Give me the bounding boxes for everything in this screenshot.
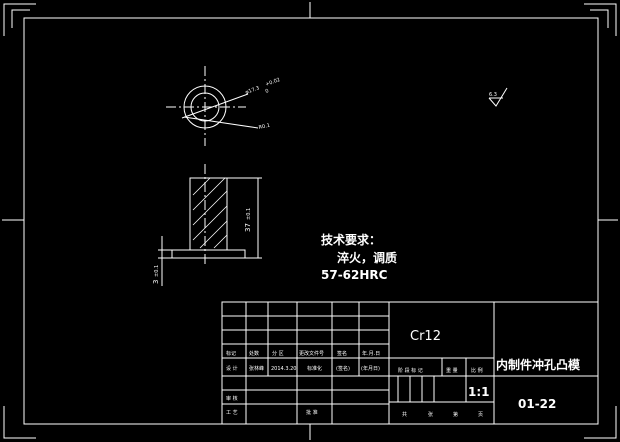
review-label: 审 核: [226, 395, 238, 402]
surface-finish-symbol: 6.3: [488, 87, 508, 107]
approve-label: 批 准: [306, 409, 318, 416]
height-tol: ±0.1: [246, 208, 252, 220]
rev-header-1: 处数: [249, 350, 259, 357]
diameter-tol-upper: +0.02: [265, 77, 281, 88]
rev-header-3: 更改文件号: [299, 350, 324, 357]
title-block: [221, 301, 599, 425]
tech-heading: 技术要求：: [321, 232, 381, 247]
top-view: [166, 66, 259, 146]
rev-header-4: 签名: [337, 350, 347, 357]
sign-row-3: 标准化: [307, 365, 322, 372]
diameter-label: φ17.3: [245, 85, 261, 96]
tech-line1: 淬火，调质: [337, 250, 397, 265]
sheet-label-2: 第: [453, 411, 458, 418]
rev-header-2: 分 区: [272, 350, 284, 357]
sign-row-5: (年月日): [361, 365, 380, 372]
part-name: 内制件冲孔凸模: [496, 357, 581, 372]
rev-header-5: 年.月.日: [362, 350, 380, 357]
sign-row-0: 设 计: [226, 365, 238, 372]
flange-tol: ±0.1: [154, 265, 160, 277]
diameter-tol-lower: 0: [265, 88, 270, 95]
tech-requirements: 技术要求： 淬火，调质 57-62HRC: [321, 232, 397, 282]
diameter-callout: φ17.3 +0.02 0 R0.1: [245, 77, 281, 131]
material: Cr12: [410, 329, 441, 344]
radius-label: R0.1: [258, 123, 270, 131]
sheet-label-3: 页: [478, 412, 483, 418]
tech-line2: 57-62HRC: [321, 268, 388, 282]
stage-header-2: 比 例: [471, 367, 483, 374]
height-label: 37: [244, 223, 252, 232]
height-dimension: 37 ±0.1 3 ±0.1: [152, 208, 252, 284]
sign-row-1: 张林峰: [249, 365, 264, 372]
rev-header-0: 标记: [226, 350, 236, 357]
sign-row-4: (签名): [336, 365, 350, 372]
sign-row-2: 2014.3.20: [271, 366, 296, 372]
stage-header-0: 阶 段 标 记: [398, 367, 423, 374]
drawing-no: 01-22: [518, 397, 556, 411]
section-view: [158, 164, 262, 286]
sheet-label-0: 共: [402, 411, 407, 418]
scale: 1:1: [468, 385, 490, 399]
surface-finish-value: 6.3: [489, 92, 497, 98]
sheet-label-1: 张: [428, 411, 433, 418]
process-label: 工 艺: [226, 410, 238, 416]
title-block-text: Cr12 内制件冲孔凸模 1:1 01-22 标记 处数 分 区 更改文件号 签…: [226, 329, 581, 418]
flange-label: 3: [152, 280, 160, 284]
stage-header-1: 重 量: [446, 367, 458, 374]
